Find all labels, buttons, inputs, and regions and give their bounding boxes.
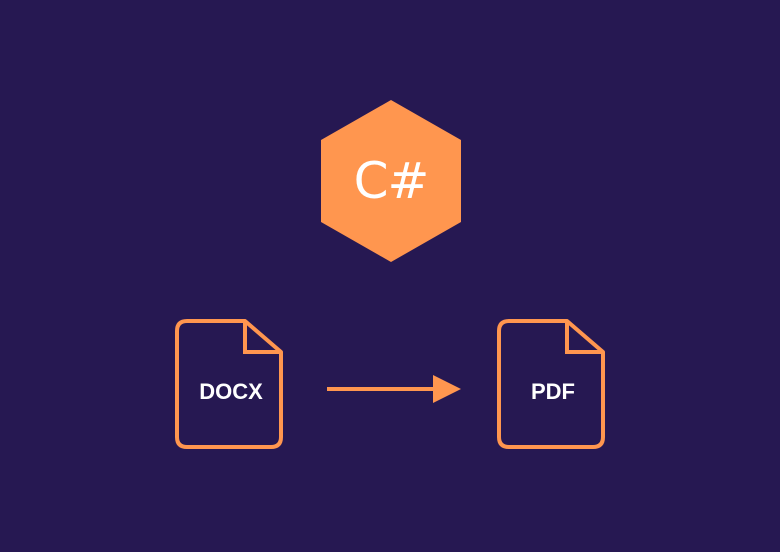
hexagon-icon	[321, 100, 461, 262]
target-format-label: PDF	[531, 379, 575, 404]
docx-file-icon	[175, 319, 283, 449]
pdf-file-icon	[497, 319, 605, 449]
language-label: C#	[353, 152, 430, 210]
arrow-right-icon	[327, 375, 461, 403]
source-format-label: DOCX	[199, 379, 263, 404]
